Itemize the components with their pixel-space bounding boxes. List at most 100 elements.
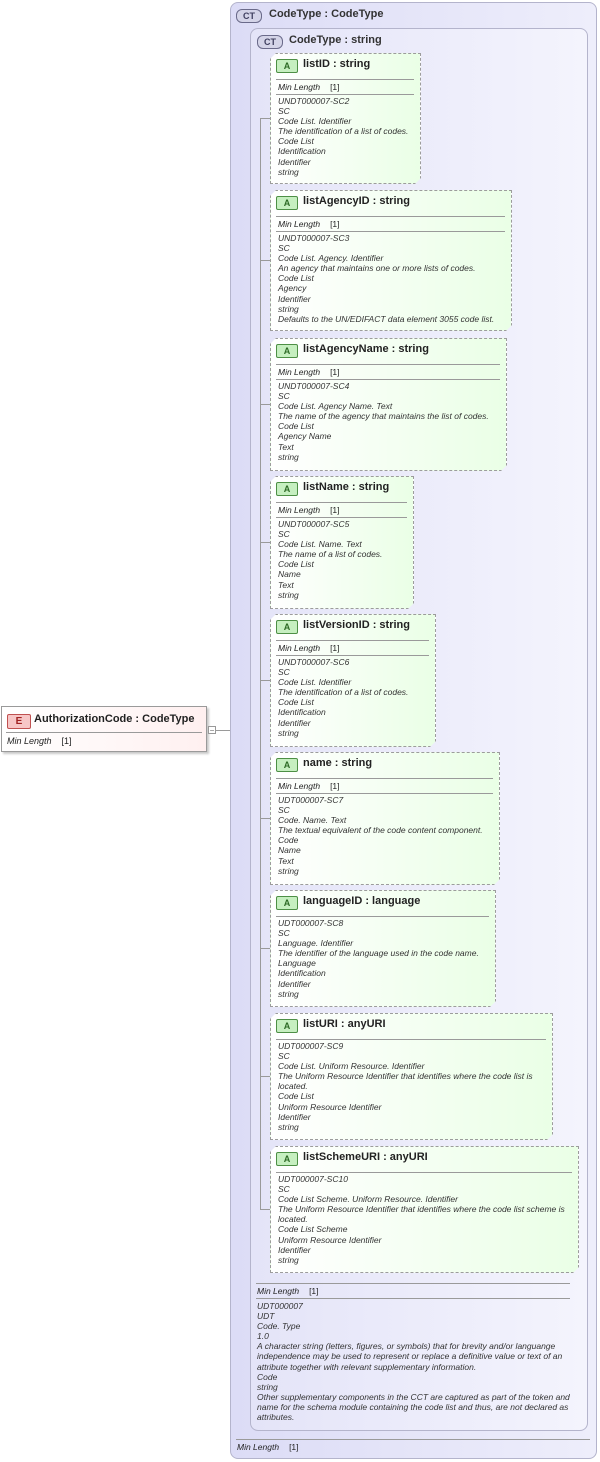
facet-value: [1] <box>330 781 340 791</box>
divider <box>276 517 407 518</box>
attribute-badge-icon: A <box>276 1152 298 1166</box>
attribute-facet: Min Length[1] <box>278 781 340 791</box>
collapse-toggle-icon[interactable]: − <box>208 726 216 735</box>
doc-line: SC <box>278 1051 290 1062</box>
attribute-name[interactable]: A name : string Min Length[1] UDT000007-… <box>270 752 500 885</box>
doc-line: UDT000007-SC8 <box>278 918 344 928</box>
attribute-listschemeuri[interactable]: A listSchemeURI : anyURI UDT000007-SC10 … <box>270 1146 579 1273</box>
facet-value: [1] <box>330 643 340 653</box>
connector-line <box>260 404 270 405</box>
doc-line: Identifier <box>278 1111 311 1122</box>
doc-line: The name of the agency that maintains th… <box>278 411 489 422</box>
doc-line: string <box>278 1254 299 1265</box>
attribute-listagencyname[interactable]: A listAgencyName : string Min Length[1] … <box>270 338 507 471</box>
doc-line: The textual equivalent of the code conte… <box>278 825 483 836</box>
doc-line: SC <box>278 529 290 540</box>
doc-line: string <box>278 1121 299 1132</box>
divider <box>276 216 505 217</box>
outer-type-title: CodeType : CodeType <box>269 8 384 20</box>
doc-line: Code. Type <box>257 1321 301 1332</box>
attribute-documentation: UNDT000007-SC6 SC Code List. Identifier … <box>278 657 429 738</box>
attribute-documentation: UDT000007-SC8 SC Language. Identifier Th… <box>278 918 489 999</box>
connector-line <box>260 680 270 681</box>
doc-line: Code List Scheme <box>278 1224 348 1235</box>
divider <box>276 793 493 794</box>
doc-line: Uniform Resource Identifier <box>278 1234 382 1245</box>
doc-line: Code List <box>278 697 314 708</box>
doc-line: 1.0 <box>257 1331 269 1342</box>
doc-line: Agency Name <box>278 431 332 442</box>
divider <box>276 655 429 656</box>
attribute-title: languageID : language <box>303 895 421 907</box>
inner-type-documentation: UDT000007 UDT Code. Type 1.0 A character… <box>257 1301 570 1422</box>
attribute-facet: Min Length[1] <box>278 505 340 515</box>
attribute-listuri[interactable]: A listURI : anyURI UDT000007-SC9 SC Code… <box>270 1013 553 1140</box>
attribute-title: name : string <box>303 757 373 769</box>
doc-line: Code List. Identifier <box>278 677 352 688</box>
doc-line: Language <box>278 958 316 969</box>
attribute-badge-icon: A <box>276 344 298 358</box>
doc-line: UDT000007 <box>257 1301 303 1311</box>
doc-line: Identification <box>278 968 326 979</box>
attribute-badge-icon: A <box>276 196 298 210</box>
divider <box>276 502 407 503</box>
doc-line: Code List <box>278 136 314 147</box>
facet-name: Min Length <box>278 505 321 515</box>
doc-line: Code <box>257 1371 278 1382</box>
doc-line: Code List <box>278 559 314 570</box>
doc-line: Other supplementary components in the CC… <box>257 1391 570 1423</box>
attribute-documentation: UNDT000007-SC3 SC Code List. Agency. Ide… <box>278 233 505 324</box>
connector-line <box>260 1076 270 1077</box>
attribute-title: listAgencyName : string <box>303 343 429 355</box>
divider <box>276 79 414 80</box>
facet-name: Min Length <box>257 1286 300 1296</box>
doc-line: Identification <box>278 146 326 157</box>
facet-value: [1] <box>61 736 72 746</box>
doc-line: UNDT000007-SC5 <box>278 519 350 529</box>
attribute-badge-icon: A <box>276 758 298 772</box>
doc-line: Language. Identifier <box>278 938 354 949</box>
facet-name: Min Length <box>278 82 321 92</box>
attribute-listagencyid[interactable]: A listAgencyID : string Min Length[1] UN… <box>270 190 512 331</box>
doc-line: string <box>257 1381 278 1392</box>
doc-line: string <box>278 451 299 462</box>
doc-line: Text <box>278 579 294 590</box>
doc-line: The Uniform Resource Identifier that ide… <box>278 1204 565 1225</box>
doc-line: SC <box>278 805 290 816</box>
attribute-title: listURI : anyURI <box>303 1018 386 1030</box>
attribute-title: listAgencyID : string <box>303 195 410 207</box>
attribute-badge-icon: A <box>276 620 298 634</box>
doc-line: SC <box>278 243 290 254</box>
attribute-listversionid[interactable]: A listVersionID : string Min Length[1] U… <box>270 614 436 747</box>
attribute-facet: Min Length[1] <box>278 219 340 229</box>
divider <box>276 1172 572 1173</box>
attribute-languageid[interactable]: A languageID : language UDT000007-SC8 SC… <box>270 890 496 1007</box>
divider <box>256 1283 570 1284</box>
facet-value: [1] <box>289 1442 299 1452</box>
doc-line: UNDT000007-SC4 <box>278 381 350 391</box>
doc-line: Defaults to the UN/EDIFACT data element … <box>278 313 495 324</box>
doc-line: SC <box>278 391 290 402</box>
attribute-documentation: UNDT000007-SC5 SC Code List. Name. Text … <box>278 519 407 600</box>
doc-line: Code List <box>278 1091 314 1102</box>
connector-line <box>260 118 270 119</box>
divider <box>276 778 493 779</box>
doc-line: string <box>278 303 299 314</box>
doc-line: Identification <box>278 707 326 718</box>
divider <box>276 640 429 641</box>
facet-name: Min Length <box>278 219 321 229</box>
attribute-listname[interactable]: A listName : string Min Length[1] UNDT00… <box>270 476 414 609</box>
connector-line <box>260 260 270 261</box>
element-authorizationcode[interactable]: E AuthorizationCode : CodeType Min Lengt… <box>1 706 207 752</box>
facet-name: Min Length <box>237 1442 280 1452</box>
doc-line: The name of a list of codes. <box>278 549 383 560</box>
doc-line: Text <box>278 855 294 866</box>
doc-line: UNDT000007-SC3 <box>278 233 350 243</box>
attribute-documentation: UDT000007-SC10 SC Code List Scheme. Unif… <box>278 1174 572 1265</box>
attribute-listid[interactable]: A listID : string Min Length[1] UNDT0000… <box>270 53 421 184</box>
doc-line: string <box>278 166 299 177</box>
attribute-documentation: UDT000007-SC7 SC Code. Name. Text The te… <box>278 795 493 876</box>
doc-line: The identification of a list of codes. <box>278 126 409 137</box>
doc-line: Name <box>278 569 301 580</box>
divider <box>276 364 500 365</box>
